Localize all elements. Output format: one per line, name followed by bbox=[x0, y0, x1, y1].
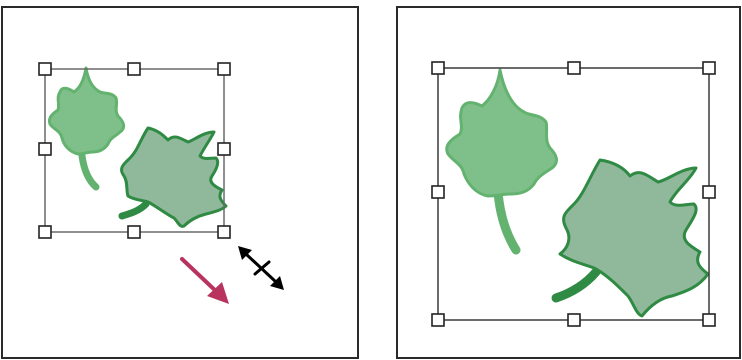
resize-handle-icon[interactable] bbox=[127, 62, 141, 76]
maple-leaf-large-small bbox=[118, 126, 228, 228]
resize-handle-icon[interactable] bbox=[702, 61, 716, 75]
resize-handle-icon[interactable] bbox=[431, 313, 445, 327]
maple-leaf-small bbox=[48, 66, 126, 191]
before-panel bbox=[1, 6, 359, 359]
resize-handle-icon[interactable] bbox=[217, 62, 231, 76]
resize-handle-icon[interactable] bbox=[702, 185, 716, 199]
before-handles[interactable] bbox=[38, 62, 231, 239]
after-panel-frame bbox=[396, 6, 741, 359]
resize-handle-icon[interactable] bbox=[431, 185, 445, 199]
after-handles[interactable] bbox=[431, 61, 716, 327]
resize-handle-icon[interactable] bbox=[567, 313, 581, 327]
resize-handle-icon[interactable] bbox=[38, 142, 52, 156]
resize-handle-icon[interactable] bbox=[702, 313, 716, 327]
drag-direction-arrow-icon bbox=[180, 257, 229, 304]
maple-leaf-dark bbox=[551, 158, 710, 318]
resize-handle-icon[interactable] bbox=[127, 225, 141, 239]
scale-cursor-icon bbox=[238, 246, 284, 290]
resize-handle-icon[interactable] bbox=[217, 225, 231, 239]
resize-handle-icon[interactable] bbox=[38, 225, 52, 239]
maple-leaf-light bbox=[445, 68, 558, 255]
resize-handle-icon[interactable] bbox=[431, 61, 445, 75]
resize-handle-icon[interactable] bbox=[567, 61, 581, 75]
resize-handle-icon[interactable] bbox=[38, 62, 52, 76]
resize-handle-icon[interactable] bbox=[217, 142, 231, 156]
after-panel bbox=[396, 6, 741, 359]
